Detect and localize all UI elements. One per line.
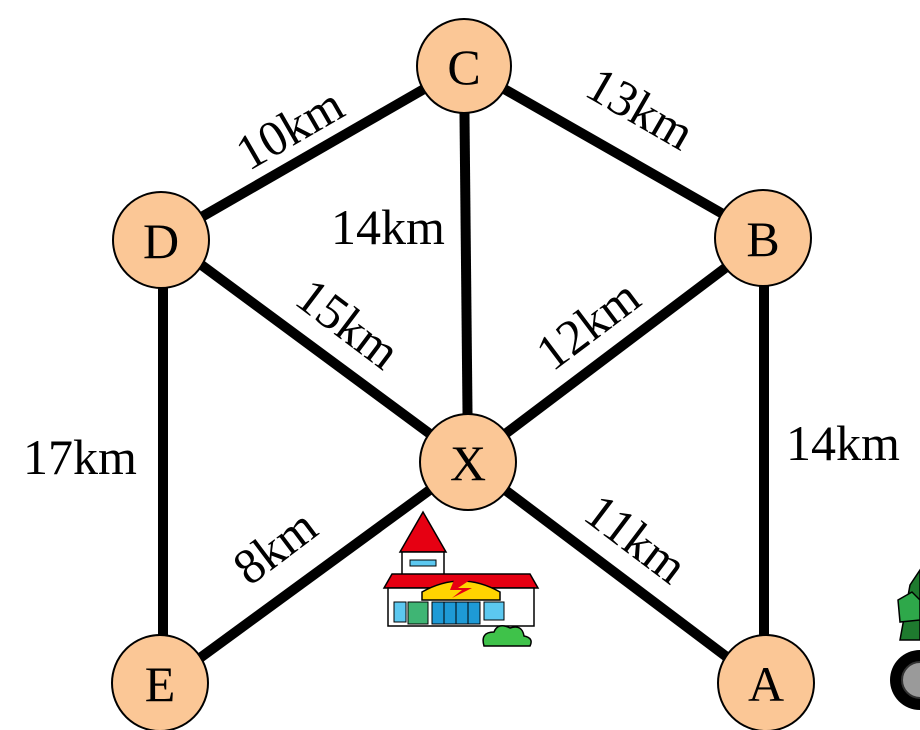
node-c-circle <box>416 18 512 114</box>
node-d-circle <box>112 191 210 289</box>
node-x-circle <box>419 413 517 511</box>
node-x-label: X <box>450 435 486 491</box>
node-e: E <box>111 634 209 730</box>
edge-label-b-a: 14km <box>786 415 900 471</box>
edge-label-c-x: 14km <box>331 199 445 255</box>
edge-d-x <box>162 233 471 467</box>
edge-label-d-x: 15km <box>286 267 411 380</box>
edge-c-b <box>461 61 768 243</box>
store-building-icon <box>382 510 540 647</box>
vehicle-icon <box>890 568 920 710</box>
node-a-circle <box>717 634 815 730</box>
node-b-circle <box>714 189 812 287</box>
edge-x-a <box>464 458 768 689</box>
node-c: C <box>416 18 512 114</box>
edge-label-x-a: 11km <box>575 482 698 594</box>
edge-d-c <box>162 61 467 243</box>
node-b-label: B <box>746 211 779 267</box>
node-c-label: C <box>447 39 480 95</box>
nodes-layer: C D B X E A <box>111 18 815 730</box>
node-d: D <box>112 191 210 289</box>
node-a-label: A <box>748 656 784 712</box>
edge-x-e <box>160 457 471 690</box>
edge-b-x <box>464 234 769 466</box>
edge-label-d-e: 17km <box>23 429 137 485</box>
node-d-label: D <box>143 213 179 269</box>
edge-label-b-x: 12km <box>525 268 650 381</box>
edges-layer <box>158 61 769 690</box>
node-b: B <box>714 189 812 287</box>
edge-c-x <box>459 65 473 463</box>
node-a: A <box>717 634 815 730</box>
node-x: X <box>419 413 517 511</box>
node-e-label: E <box>145 656 176 712</box>
node-e-circle <box>111 634 209 730</box>
